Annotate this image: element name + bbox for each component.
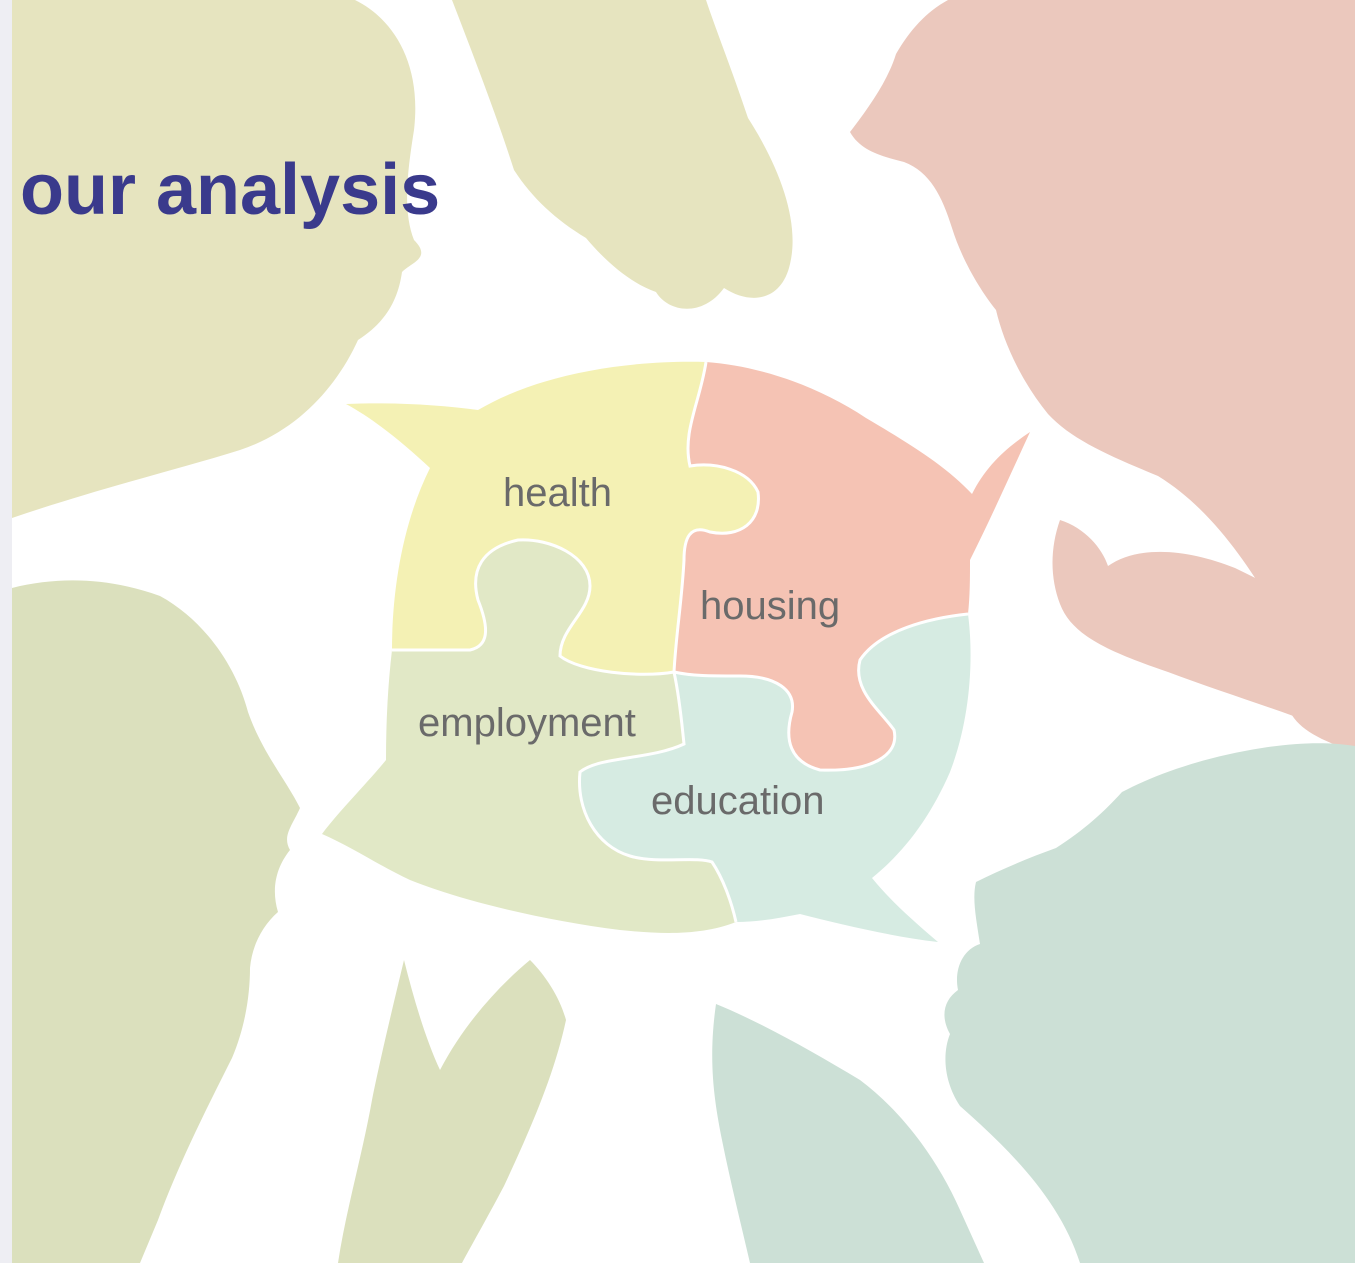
- puzzle-label-employment: employment: [418, 701, 636, 745]
- puzzle-piece-employment-shape: [322, 539, 736, 933]
- puzzle-piece-housing-shape: [674, 362, 1030, 771]
- puzzle-piece-health-shape: [346, 361, 759, 675]
- bottom-left-hand-silhouette: [338, 960, 566, 1263]
- bottom-left-person-silhouette: [12, 580, 300, 1263]
- bottom-right-person-silhouette: [944, 743, 1355, 1263]
- puzzle-piece-education-shape: [579, 614, 971, 942]
- top-hand-silhouette: [452, 0, 793, 309]
- slide-title: our analysis: [20, 150, 441, 230]
- puzzle-label-housing: housing: [700, 584, 841, 628]
- top-left-person-silhouette: [12, 0, 422, 518]
- puzzle-seam-lines: [391, 361, 969, 923]
- bottom-right-hand-silhouette: [712, 1004, 984, 1263]
- puzzle-label-education: education: [651, 779, 825, 823]
- right-hand-silhouette: [1052, 520, 1355, 740]
- left-margin-strip: [0, 0, 12, 1263]
- puzzle-label-health: health: [503, 471, 612, 515]
- puzzle-speech-bubble: [322, 361, 1030, 942]
- top-right-person-silhouette: [850, 0, 1355, 752]
